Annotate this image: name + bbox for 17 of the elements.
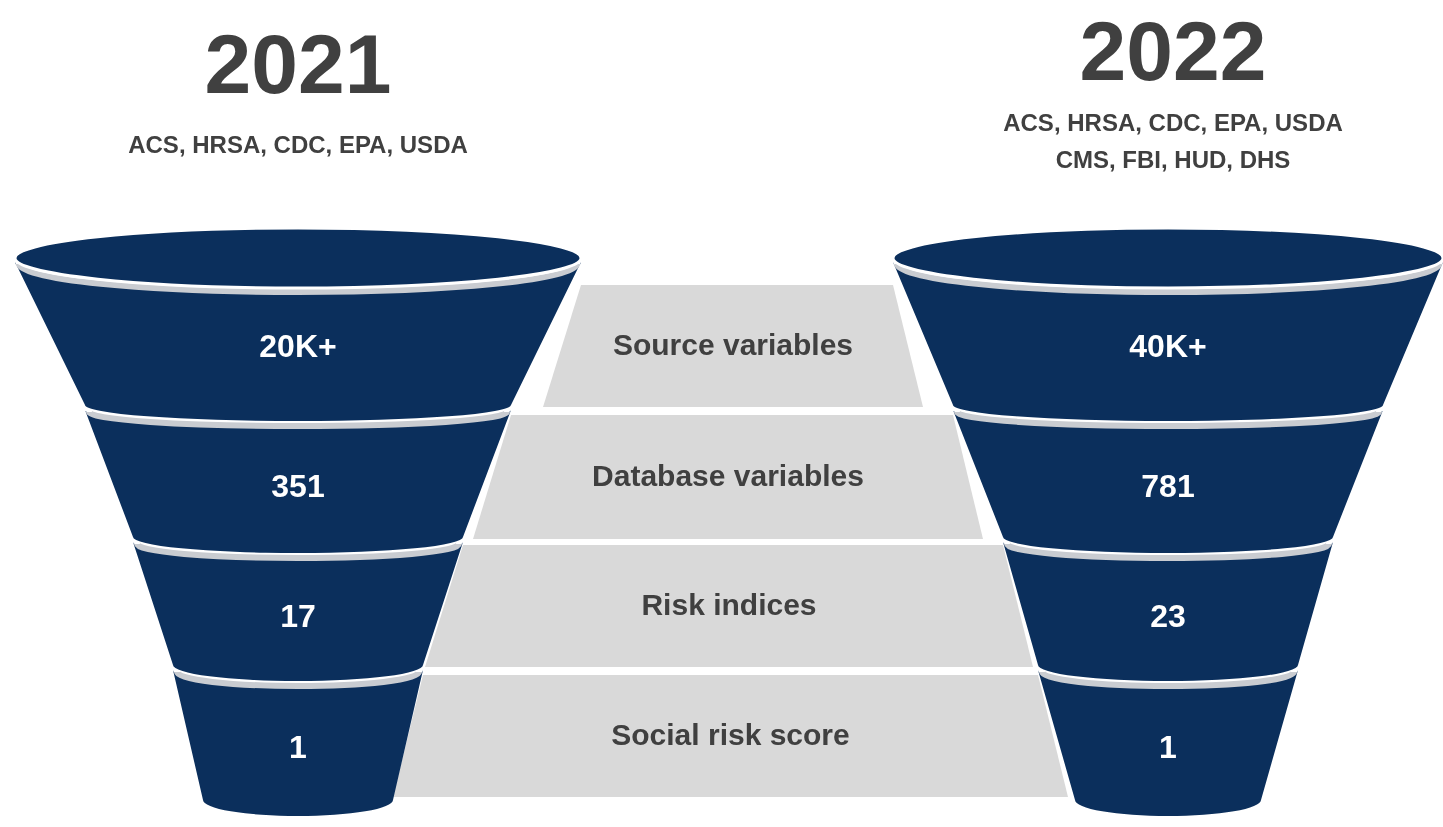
stage-label: Risk indices (640, 588, 818, 622)
count-value: 351 (270, 467, 326, 505)
count-value: 20K+ (258, 328, 338, 365)
source-list: ACS, HRSA, CDC, EPA, USDA (943, 110, 1403, 137)
count-value: 1 (1158, 729, 1178, 766)
count-value: 17 (279, 597, 317, 635)
stage-label: Source variables (611, 328, 855, 362)
year-heading: 2022 (1078, 5, 1268, 98)
count-value: 781 (1140, 467, 1196, 505)
source-list: CMS, FBI, HUD, DHS (943, 147, 1403, 174)
count-value: 1 (288, 729, 308, 766)
count-value: 23 (1149, 597, 1187, 635)
stage-label: Database variables (591, 459, 865, 493)
count-value: 40K+ (1128, 328, 1208, 365)
source-list: ACS, HRSA, CDC, EPA, USDA (68, 132, 528, 159)
stage-label: Social risk score (610, 718, 851, 752)
year-heading: 2021 (203, 18, 393, 111)
